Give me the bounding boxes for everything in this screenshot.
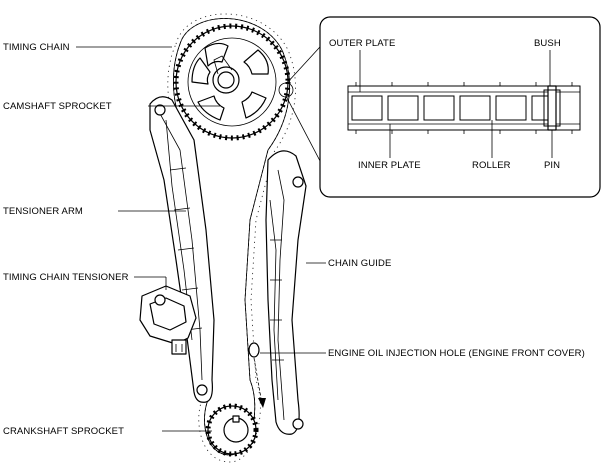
engine-oil-injection-hole <box>248 342 266 408</box>
label-camshaft-sprocket: CAMSHAFT SPROCKET <box>3 101 112 112</box>
crankshaft-sprocket <box>205 403 259 457</box>
label-tensioner-arm: TENSIONER ARM <box>3 206 83 217</box>
label-crankshaft-sprocket: CRANKSHAFT SPROCKET <box>3 426 124 437</box>
tensioner-arm <box>149 96 215 403</box>
label-chain-guide: CHAIN GUIDE <box>328 258 391 269</box>
label-engine-oil-injection-hole: ENGINE OIL INJECTION HOLE (ENGINE FRONT … <box>328 348 585 359</box>
chain-guide <box>265 150 307 435</box>
label-timing-chain: TIMING CHAIN <box>3 42 70 53</box>
camshaft-sprocket <box>173 23 291 141</box>
inset-callout-circle <box>278 82 294 98</box>
timing-chain-tensioner <box>139 285 197 355</box>
label-outer-plate: OUTER PLATE <box>329 38 395 49</box>
label-inner-plate: INNER PLATE <box>358 160 421 171</box>
label-roller: ROLLER <box>472 160 511 171</box>
leader-lines <box>76 46 326 432</box>
label-bush: BUSH <box>534 38 561 49</box>
label-pin: PIN <box>544 160 560 171</box>
label-timing-chain-tensioner: TIMING CHAIN TENSIONER <box>3 272 129 283</box>
chain-detail-inset <box>319 16 601 198</box>
